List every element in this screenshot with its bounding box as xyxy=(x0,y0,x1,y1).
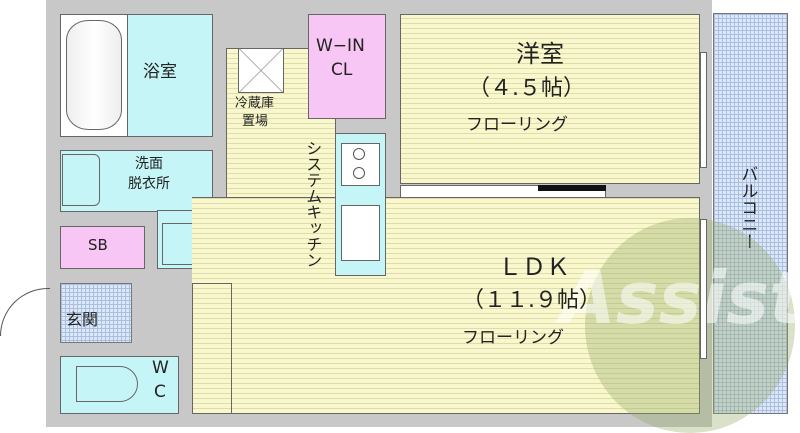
shoe-box xyxy=(60,226,145,269)
closet-label-1: W−IN xyxy=(316,36,365,56)
fridge-label-1: 冷蔵庫 xyxy=(235,96,275,111)
toilet-icon xyxy=(76,366,138,402)
toilet-label-2: C xyxy=(154,382,166,402)
washroom xyxy=(60,150,213,212)
ldk-size: （１１.９帖） xyxy=(462,288,601,313)
bathroom xyxy=(127,14,213,137)
western-room xyxy=(400,14,700,184)
window xyxy=(700,219,707,359)
burner-icon xyxy=(353,148,365,160)
washroom-label-1: 洗面 xyxy=(135,156,163,172)
shoe-box-label: SB xyxy=(88,236,108,254)
western-room-name: 洋室 xyxy=(516,40,564,68)
sliding-door-panel xyxy=(538,185,606,191)
walk-in-closet xyxy=(308,14,386,119)
window xyxy=(700,52,707,168)
closet-label-2: CL xyxy=(331,60,353,80)
burner-icon xyxy=(353,167,365,179)
fridge-space xyxy=(238,48,284,93)
bathroom-label: 浴室 xyxy=(143,62,177,82)
entrance-label: 玄関 xyxy=(66,310,99,329)
ldk-name: ＬＤＫ xyxy=(498,253,570,281)
watermark-logo-text: Assist xyxy=(560,256,800,340)
front-door-swing xyxy=(0,288,50,336)
watermark-logo xyxy=(585,218,795,433)
fridge-label-2: 置場 xyxy=(242,114,269,129)
western-room-size: （４.５帖） xyxy=(468,76,585,101)
balcony xyxy=(713,13,788,414)
sink-icon xyxy=(62,154,100,206)
ldk-floor xyxy=(192,197,700,414)
entrance xyxy=(60,283,132,343)
balcony-label: バルコニー xyxy=(737,165,758,250)
washroom-label-2: 脱衣所 xyxy=(128,176,170,192)
kitchen-sink-icon xyxy=(341,205,380,261)
toilet-label-1: W xyxy=(152,358,169,378)
kitchen-label: システムキッチン xyxy=(303,140,323,268)
western-room-flooring: フローリング xyxy=(466,115,568,135)
ldk-floor-lower xyxy=(192,283,232,414)
ldk-flooring: フローリング xyxy=(462,328,564,348)
bathtub-icon xyxy=(66,20,122,130)
